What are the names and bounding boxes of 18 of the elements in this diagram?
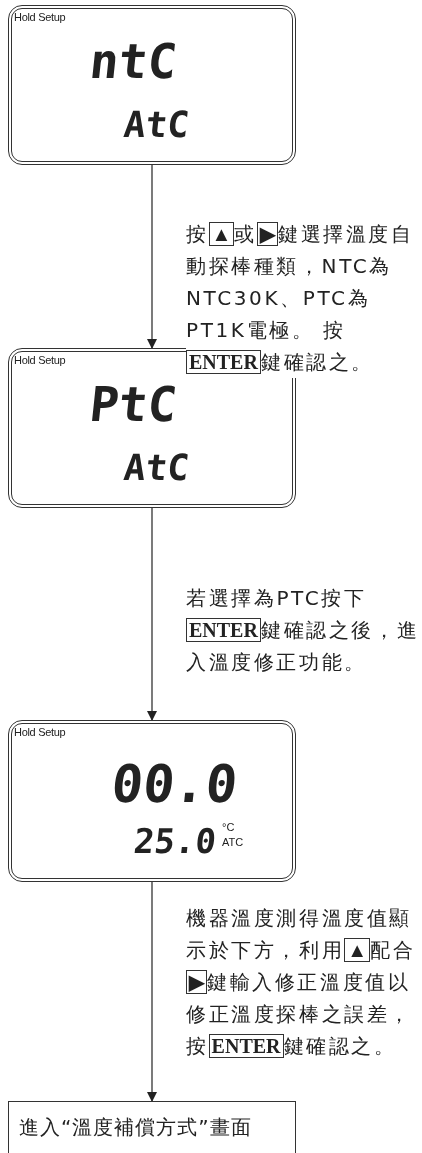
mode-label: Hold Setup	[14, 726, 66, 738]
segment-readout: ntC	[87, 37, 180, 85]
segment-readout: PtC	[87, 380, 180, 428]
unit-label: °C	[222, 822, 235, 833]
unit-label: ATC	[222, 837, 244, 848]
mode-label: Hold Setup	[14, 11, 66, 23]
segment-readout: AtC	[122, 450, 191, 486]
lcd-screen	[8, 5, 296, 165]
box-text: 進入“溫度補償方式”畫面	[19, 1114, 252, 1141]
arrow	[147, 881, 157, 1102]
arrow	[147, 507, 157, 721]
segment-readout: AtC	[122, 107, 191, 143]
mode-label: Hold Setup	[14, 354, 66, 366]
lcd-screen	[8, 720, 296, 882]
process-box	[8, 1101, 296, 1153]
arrow	[147, 164, 157, 349]
segment-readout: 00.0	[109, 758, 240, 810]
segment-readout: 25.0	[132, 824, 218, 858]
